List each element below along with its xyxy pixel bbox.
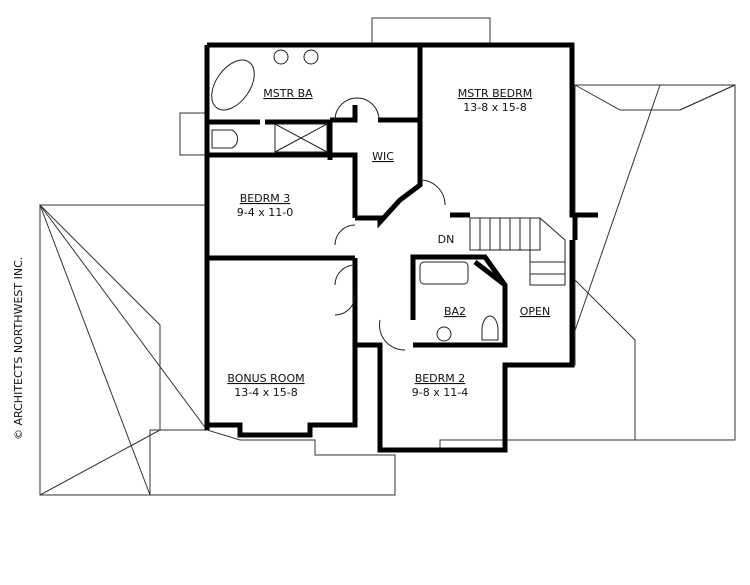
room-bonus-size: 13-4 x 15-8 bbox=[234, 386, 297, 399]
room-wic: WIC bbox=[372, 150, 394, 163]
room-bedrm-3: BEDRM 3 bbox=[240, 192, 291, 205]
room-mstr-bedrm-size: 13-8 x 15-8 bbox=[463, 101, 526, 114]
stair-down-label: DN bbox=[438, 233, 455, 246]
room-bedrm-2: BEDRM 2 bbox=[415, 372, 466, 385]
room-ba2: BA2 bbox=[444, 305, 466, 318]
copyright-text: © ARCHITECTS NORTHWEST INC. bbox=[12, 257, 25, 440]
walls bbox=[204, 42, 598, 453]
room-bedrm-2-size: 9-8 x 11-4 bbox=[412, 386, 468, 399]
room-labels: MSTR BA MSTR BEDRM 13-8 x 15-8 WIC BEDRM… bbox=[227, 87, 550, 399]
roof-outlines bbox=[39, 17, 736, 496]
fixtures bbox=[211, 49, 566, 351]
room-open: OPEN bbox=[520, 305, 550, 318]
room-mstr-ba: MSTR BA bbox=[263, 87, 313, 100]
room-mstr-bedrm: MSTR BEDRM bbox=[458, 87, 532, 100]
room-bedrm-3-size: 9-4 x 11-0 bbox=[237, 206, 293, 219]
room-bonus: BONUS ROOM bbox=[227, 372, 304, 385]
stairs bbox=[469, 217, 566, 286]
